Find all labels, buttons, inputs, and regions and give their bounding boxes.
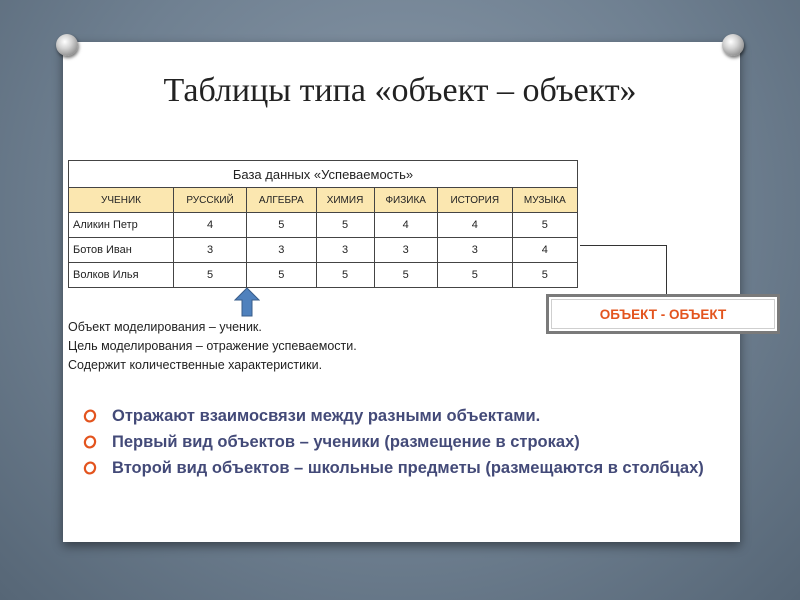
slide-card: [63, 42, 740, 542]
table-cell: 5: [246, 212, 317, 238]
list-item: Первый вид объектов – ученики (размещени…: [82, 431, 722, 453]
table-cell: 4: [373, 212, 438, 238]
bullet-text: Первый вид объектов – ученики (размещени…: [112, 433, 580, 451]
table-row: Волков Илья 5 5 5 5 5 5: [68, 262, 579, 288]
bullet-icon: [83, 461, 97, 475]
table-cell: Ботов Иван: [68, 237, 174, 263]
table-row: Аликин Петр 4 5 5 4 4 5: [68, 212, 579, 238]
table-cell: 4: [436, 212, 513, 238]
description-line: Содержит количественные характеристики.: [68, 358, 323, 372]
column-header: АЛГЕБРА: [246, 187, 317, 213]
table-cell: 5: [373, 262, 438, 288]
table-cell: 5: [315, 262, 375, 288]
table-cell: 5: [511, 212, 579, 238]
table-cell: 3: [315, 237, 375, 263]
table-cell: 5: [172, 262, 248, 288]
table-cell: 3: [436, 237, 513, 263]
bullet-text: Второй вид объектов – школьные предметы …: [112, 459, 704, 477]
table-row: Ботов Иван 3 3 3 3 3 4: [68, 237, 579, 263]
bullet-text: Отражают взаимосвязи между разными объек…: [112, 407, 541, 425]
table-cell: Волков Илья: [68, 262, 174, 288]
table-cell: 3: [373, 237, 438, 263]
column-header: ФИЗИКА: [373, 187, 438, 213]
slide-title: Таблицы типа «объект – объект»: [163, 72, 637, 109]
pushpin-icon: [56, 34, 78, 56]
table-cell: 3: [172, 237, 248, 263]
description-line: Объект моделирования – ученик.: [68, 320, 262, 334]
bullet-list: Отражают взаимосвязи между разными объек…: [82, 405, 722, 483]
table-cell: 5: [246, 262, 317, 288]
table-cell: 3: [246, 237, 317, 263]
model-description: Объект моделирования – ученик. Цель моде…: [68, 318, 357, 375]
description-line: Цель моделирования – отражение успеваемо…: [68, 339, 357, 353]
column-header: РУССКИЙ: [172, 187, 248, 213]
column-header: УЧЕНИК: [68, 187, 174, 213]
column-header: ИСТОРИЯ: [436, 187, 513, 213]
table-cell: 5: [315, 212, 375, 238]
table-cell: 5: [511, 262, 579, 288]
column-header: ХИМИЯ: [315, 187, 375, 213]
table-cell: Аликин Петр: [68, 212, 174, 238]
pushpin-icon: [722, 34, 744, 56]
bullet-icon: [83, 435, 97, 449]
table-caption: База данных «Успеваемость»: [68, 160, 578, 188]
database-table: База данных «Успеваемость» УЧЕНИК РУССКИ…: [68, 160, 579, 288]
table-cell: 4: [511, 237, 579, 263]
table-cell: 4: [172, 212, 248, 238]
connector-line: [580, 245, 666, 246]
arrow-up-icon: [234, 287, 260, 317]
table-header-row: УЧЕНИК РУССКИЙ АЛГЕБРА ХИМИЯ ФИЗИКА ИСТО…: [68, 187, 579, 213]
column-header: МУЗЫКА: [511, 187, 579, 213]
list-item: Отражают взаимосвязи между разными объек…: [82, 405, 722, 427]
list-item: Второй вид объектов – школьные предметы …: [82, 457, 722, 479]
object-object-label: ОБЪЕКТ - ОБЪЕКТ: [551, 299, 775, 329]
connector-line: [666, 245, 667, 295]
table-cell: 5: [436, 262, 513, 288]
bullet-icon: [83, 409, 97, 423]
object-object-box: ОБЪЕКТ - ОБЪЕКТ: [546, 294, 780, 334]
